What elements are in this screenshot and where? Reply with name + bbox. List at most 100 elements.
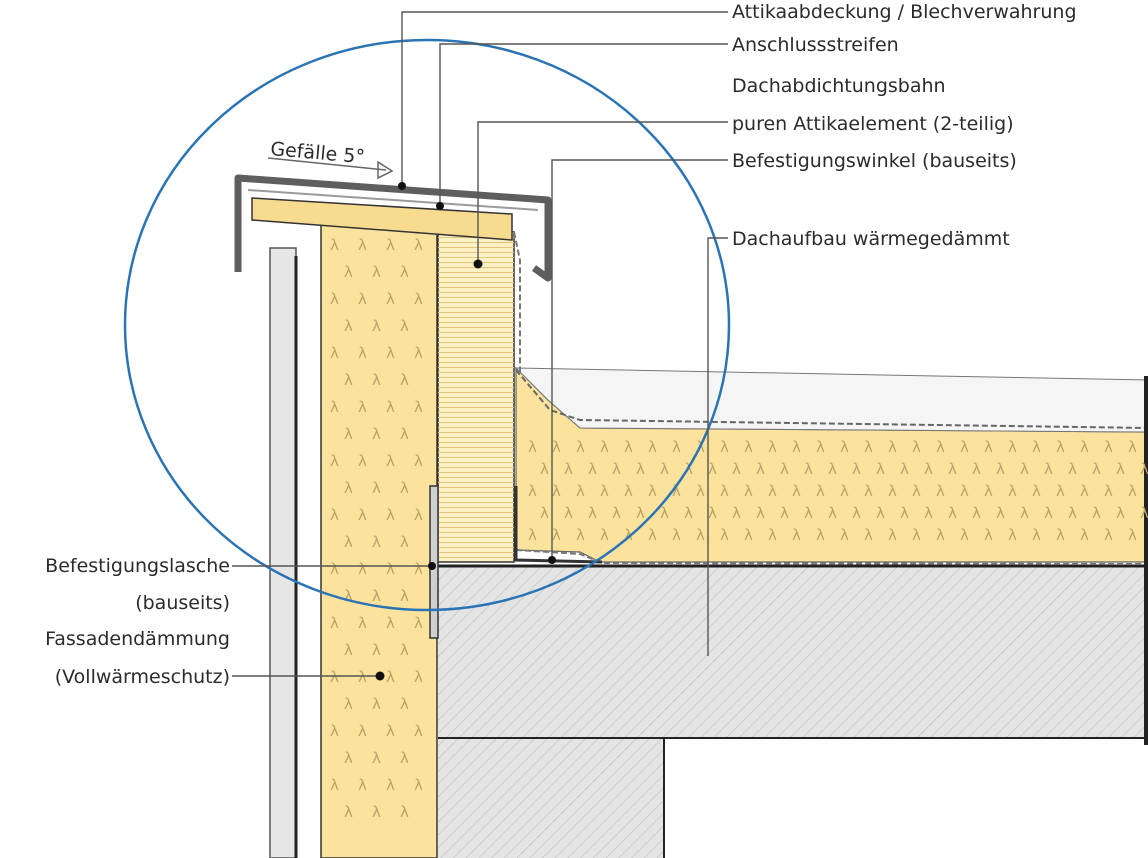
- lambda-symbol: λ: [330, 398, 339, 416]
- lambda-symbol: λ: [576, 438, 585, 456]
- lambda-symbol: λ: [1128, 482, 1137, 500]
- label-befestigungslasche-1: Befestigungslasche: [45, 555, 230, 577]
- lambda-symbol: λ: [358, 398, 367, 416]
- lambda-symbol: λ: [540, 460, 549, 478]
- lambda-symbol: λ: [1080, 438, 1089, 456]
- lambda-symbol: λ: [684, 504, 693, 522]
- lambda-symbol: λ: [1044, 460, 1053, 478]
- lambda-symbol: λ: [358, 560, 367, 578]
- lambda-symbol: λ: [386, 668, 395, 686]
- lambda-symbol: λ: [386, 776, 395, 794]
- lambda-symbol: λ: [372, 479, 381, 497]
- lambda-symbol: λ: [624, 438, 633, 456]
- lambda-symbol: λ: [1068, 504, 1077, 522]
- lambda-symbol: λ: [900, 504, 909, 522]
- lambda-symbol: λ: [660, 504, 669, 522]
- label-dachabdichtungsbahn: Dachabdichtungsbahn: [732, 75, 946, 97]
- lambda-symbol: λ: [804, 460, 813, 478]
- lambda-symbol: λ: [414, 344, 423, 362]
- dot-attikaelement: [473, 259, 483, 269]
- lambda-symbol: λ: [732, 504, 741, 522]
- lambda-symbol: λ: [330, 506, 339, 524]
- lambda-symbol: λ: [1140, 460, 1148, 478]
- lambda-symbol: λ: [924, 504, 933, 522]
- lambda-symbol: λ: [1044, 504, 1053, 522]
- lambda-symbol: λ: [330, 452, 339, 470]
- lambda-symbol: λ: [744, 438, 753, 456]
- roof-gravel-layer: [514, 367, 1148, 433]
- lambda-symbol: λ: [400, 587, 409, 605]
- lambda-symbol: λ: [386, 398, 395, 416]
- concrete-wall-hatch: [438, 738, 664, 858]
- roof-vapor-layer: [515, 549, 1148, 565]
- lambda-symbol: λ: [1068, 460, 1077, 478]
- lambda-symbol: λ: [960, 482, 969, 500]
- lambda-symbol: λ: [720, 482, 729, 500]
- label-dachaufbau: Dachaufbau wärmegedämmt: [732, 228, 1010, 250]
- lambda-symbol: λ: [414, 506, 423, 524]
- lambda-symbol: λ: [660, 460, 669, 478]
- lambda-symbol: λ: [720, 438, 729, 456]
- lambda-symbol: λ: [330, 776, 339, 794]
- lambda-symbol: λ: [888, 526, 897, 544]
- leader-attika-abdeckung: [401, 11, 728, 186]
- lambda-symbol: λ: [1032, 526, 1041, 544]
- lambda-symbol: λ: [552, 526, 561, 544]
- lambda-symbol: λ: [552, 438, 561, 456]
- lambda-symbol: λ: [912, 482, 921, 500]
- lambda-symbol: λ: [1092, 504, 1101, 522]
- lambda-symbol: λ: [828, 504, 837, 522]
- lambda-symbol: λ: [996, 460, 1005, 478]
- lambda-symbol: λ: [1020, 504, 1029, 522]
- lambda-symbol: λ: [672, 482, 681, 500]
- lambda-symbol: λ: [564, 460, 573, 478]
- lambda-symbol: λ: [1104, 438, 1113, 456]
- lambda-symbol: λ: [672, 438, 681, 456]
- lambda-symbol: λ: [648, 438, 657, 456]
- lambda-symbol: λ: [372, 371, 381, 389]
- dot-anschlussstreifen: [436, 202, 444, 210]
- lambda-symbol: λ: [386, 614, 395, 632]
- lambda-symbol: λ: [1056, 438, 1065, 456]
- lambda-symbol: λ: [840, 438, 849, 456]
- lambda-symbol: λ: [768, 526, 777, 544]
- lambda-symbol: λ: [372, 749, 381, 767]
- lambda-symbol: λ: [400, 803, 409, 821]
- lambda-symbol: λ: [588, 460, 597, 478]
- lambda-symbol: λ: [876, 504, 885, 522]
- lambda-symbol: λ: [528, 438, 537, 456]
- lambda-symbol: λ: [372, 587, 381, 605]
- lambda-symbol: λ: [358, 236, 367, 254]
- lambda-symbol: λ: [852, 460, 861, 478]
- lambda-symbol: λ: [768, 482, 777, 500]
- lambda-symbol: λ: [924, 460, 933, 478]
- lambda-symbol: λ: [540, 504, 549, 522]
- label-befestigungslasche-2: (bauseits): [135, 592, 230, 614]
- label-fassadendaemmung-2: (Vollwärmeschutz): [55, 666, 230, 688]
- label-attikaelement: puren Attikaelement (2-teilig): [732, 113, 1014, 135]
- lambda-symbol: λ: [576, 482, 585, 500]
- lambda-symbol: λ: [1140, 504, 1148, 522]
- lambda-symbol: λ: [1080, 526, 1089, 544]
- dot-befestigungswinkel: [548, 556, 556, 564]
- label-gefaelle: Gefälle 5°: [270, 138, 366, 168]
- lambda-symbol: λ: [600, 526, 609, 544]
- slope-arrowhead: [377, 160, 394, 180]
- lambda-symbol: λ: [612, 504, 621, 522]
- lambda-symbol: λ: [972, 504, 981, 522]
- lambda-symbol: λ: [386, 236, 395, 254]
- lambda-symbol: λ: [792, 438, 801, 456]
- lambda-symbol: λ: [372, 803, 381, 821]
- leader-befestigungswinkel: [551, 159, 728, 560]
- lambda-symbol: λ: [636, 460, 645, 478]
- leader-attikaelement: [477, 121, 728, 264]
- label-attika-abdeckung: Attikaabdeckung / Blechverwahrung: [732, 1, 1077, 23]
- lambda-symbol: λ: [344, 803, 353, 821]
- lambda-symbol: λ: [828, 460, 837, 478]
- lambda-symbol: λ: [756, 460, 765, 478]
- lambda-symbol: λ: [344, 371, 353, 389]
- lambda-symbol: λ: [400, 533, 409, 551]
- lambda-symbol: λ: [720, 526, 729, 544]
